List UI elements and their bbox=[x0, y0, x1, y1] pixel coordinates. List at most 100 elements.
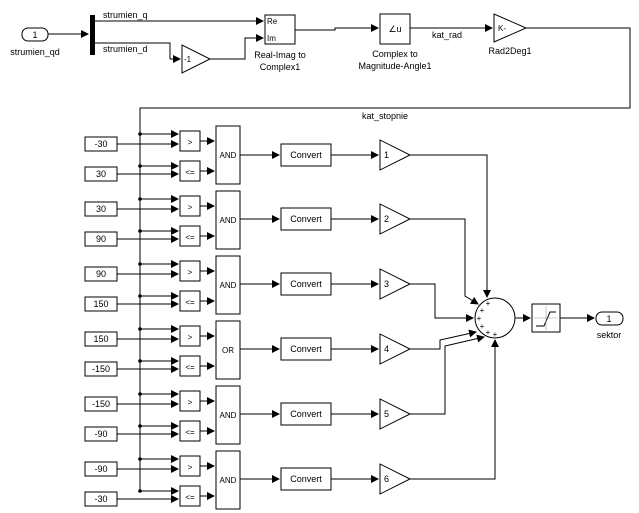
logic-operator-block[interactable] bbox=[215, 255, 241, 315]
sector-gain-value: 6 bbox=[384, 474, 389, 484]
sector-gain-value: 5 bbox=[384, 409, 389, 419]
complex-wire bbox=[295, 24, 379, 32]
convert-label: Convert bbox=[290, 409, 322, 419]
convert-label: Convert bbox=[290, 474, 322, 484]
sector-gain-block[interactable] bbox=[379, 268, 412, 300]
logic-operator-label: AND bbox=[220, 151, 237, 160]
negate-out-wire bbox=[210, 34, 264, 60]
branch-point bbox=[138, 229, 142, 233]
branch-point bbox=[138, 262, 142, 266]
logic-operator-label: AND bbox=[220, 476, 237, 485]
logic-operator-label: AND bbox=[220, 411, 237, 420]
demux-out-q-label: strumien_q bbox=[103, 10, 148, 20]
sector-gain-block[interactable] bbox=[379, 139, 412, 171]
negate-gain-value: -1 bbox=[184, 55, 192, 64]
sum-sign: + bbox=[477, 314, 482, 323]
complex-to-magnitude-angle-block[interactable] bbox=[379, 13, 411, 45]
constant-upper-value: 30 bbox=[96, 169, 106, 179]
comparator-operator: <= bbox=[185, 233, 195, 242]
angle-symbol: ∠u bbox=[388, 24, 401, 34]
outport-block[interactable] bbox=[595, 311, 624, 326]
constant-upper-value: 90 bbox=[96, 234, 106, 244]
real-port-label: Re bbox=[267, 17, 278, 26]
logic-row: -150 -90 > <= AND Convert 5 bbox=[84, 334, 485, 445]
sector-gain-block[interactable] bbox=[379, 398, 412, 430]
inport-number: 1 bbox=[32, 30, 37, 40]
logic-operator-block[interactable] bbox=[215, 125, 241, 185]
sum-sign: + bbox=[486, 328, 491, 337]
constant-upper-value: 150 bbox=[93, 299, 108, 309]
branch-point bbox=[138, 294, 142, 298]
saturation-icon bbox=[536, 311, 556, 327]
branch-point bbox=[138, 424, 142, 428]
logic-row: 150 -150 > <= OR Convert 4 bbox=[84, 320, 477, 380]
inport-name: strumien_qd bbox=[10, 47, 60, 57]
constant-upper-value: -90 bbox=[94, 429, 107, 439]
sum-input-wire bbox=[410, 283, 474, 322]
logic-row: 90 150 > <= AND Convert 3 bbox=[84, 255, 474, 322]
real-imag-title-line1: Real-Imag to bbox=[254, 50, 306, 60]
sector-gain-value: 2 bbox=[384, 214, 389, 224]
sum-input-wire bbox=[410, 329, 477, 350]
constant-lower-value: 90 bbox=[96, 269, 106, 279]
constant-lower-value: 30 bbox=[96, 204, 106, 214]
convert-label: Convert bbox=[290, 214, 322, 224]
demux-out-d-label: strumien_d bbox=[103, 44, 148, 54]
sector-gain-value: 3 bbox=[384, 279, 389, 289]
comparator-operator: <= bbox=[185, 428, 195, 437]
branch-point bbox=[138, 392, 142, 396]
real-imag-title-line2: Complex1 bbox=[260, 62, 301, 72]
logic-operator-label: OR bbox=[222, 346, 234, 355]
rad2deg-gain-block[interactable] bbox=[493, 13, 528, 43]
demux-block[interactable] bbox=[90, 15, 95, 55]
comparator-operator: <= bbox=[185, 493, 195, 502]
comparator-operator: <= bbox=[185, 363, 195, 372]
imag-port-label: Im bbox=[267, 34, 276, 43]
convert-label: Convert bbox=[290, 150, 322, 160]
comparator-operator: <= bbox=[185, 298, 195, 307]
sum-input-wire bbox=[410, 218, 479, 305]
sum-sign: + bbox=[486, 299, 491, 308]
sector-gain-value: 4 bbox=[384, 344, 389, 354]
constant-lower-value: -150 bbox=[92, 399, 110, 409]
logic-operator-block[interactable] bbox=[215, 320, 241, 380]
branch-point bbox=[138, 359, 142, 363]
kat-stopnie-wire bbox=[139, 27, 631, 490]
sector-gain-block[interactable] bbox=[379, 333, 412, 365]
sector-gain-block[interactable] bbox=[379, 463, 412, 495]
logic-operator-label: AND bbox=[220, 281, 237, 290]
logic-operator-block[interactable] bbox=[215, 385, 241, 445]
branch-point bbox=[138, 327, 142, 331]
demux-out-d-wire bbox=[95, 42, 181, 63]
sum-input-wire bbox=[410, 339, 499, 480]
comparator-operator: > bbox=[188, 203, 193, 212]
sum-sign: + bbox=[480, 322, 485, 331]
convert-label: Convert bbox=[290, 279, 322, 289]
outport-number: 1 bbox=[606, 314, 611, 324]
comparator-operator: > bbox=[188, 268, 193, 277]
sum-sign: + bbox=[480, 306, 485, 315]
sector-gain-value: 1 bbox=[384, 150, 389, 160]
logic-operator-block[interactable] bbox=[215, 190, 241, 250]
sector-gain-block[interactable] bbox=[379, 203, 412, 235]
constant-lower-value: 150 bbox=[93, 334, 108, 344]
negate-gain-block[interactable] bbox=[181, 44, 212, 74]
constant-upper-value: -30 bbox=[94, 494, 107, 504]
comparator-operator: <= bbox=[185, 168, 195, 177]
outport-name: sektor bbox=[597, 330, 622, 340]
logic-row: 30 90 > <= AND Convert 2 bbox=[84, 190, 479, 305]
branch-point bbox=[138, 457, 142, 461]
kat-rad-label: kat_rad bbox=[432, 30, 462, 40]
convert-label: Convert bbox=[290, 344, 322, 354]
constant-upper-value: -150 bbox=[92, 364, 110, 374]
sum-sign: + bbox=[493, 330, 498, 339]
branch-point bbox=[138, 164, 142, 168]
kat-stopnie-label: kat_stopnie bbox=[362, 111, 408, 121]
comparator-operator: > bbox=[188, 333, 193, 342]
logic-operator-block[interactable] bbox=[215, 450, 241, 510]
branch-point bbox=[138, 197, 142, 201]
comparator-operator: > bbox=[188, 138, 193, 147]
